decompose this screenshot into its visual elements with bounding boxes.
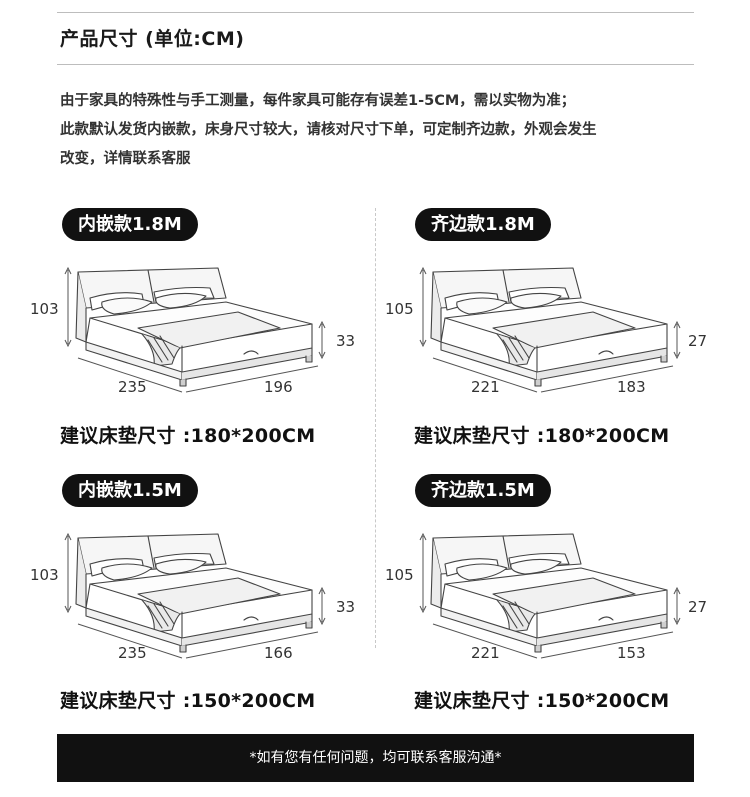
dim-height: 105: [385, 300, 414, 318]
mattress-size-flush-1-5: 建议床垫尺寸 :150*200CM: [414, 690, 670, 712]
bed-diagram-flush-1-5: 105 27 221 153: [385, 524, 707, 674]
notice-text: 由于家具的特殊性与手工测量，每件家具可能存有误差1-5CM，需以实物为准； 此款…: [60, 87, 710, 174]
product-tag-flush-1-8: 齐边款1.8M: [415, 208, 551, 241]
dim-width: 196: [264, 378, 293, 396]
bed-illustration: [64, 532, 326, 659]
footer-banner: *如有您有任何问题，均可联系客服沟通*: [57, 734, 694, 782]
top-divider: [57, 12, 694, 13]
product-tag-inset-1-5: 内嵌款1.5M: [62, 474, 198, 507]
notice-line-1: 由于家具的特殊性与手工测量，每件家具可能存有误差1-5CM，需以实物为准；: [60, 93, 576, 109]
title-divider: [57, 64, 694, 65]
page-title: 产品尺寸 (单位:CM): [60, 28, 245, 50]
dim-height: 105: [385, 566, 414, 584]
dim-height: 103: [30, 566, 59, 584]
dim-side-height: 27: [688, 598, 708, 616]
bed-illustration: [419, 266, 681, 393]
bed-diagram-flush-1-8: 105 27 221 183: [385, 258, 707, 408]
mattress-size-inset-1-8: 建议床垫尺寸 :180*200CM: [60, 425, 316, 447]
dim-width: 153: [617, 644, 646, 662]
dim-length: 221: [471, 644, 500, 662]
dim-length: 235: [118, 644, 147, 662]
dim-length: 235: [118, 378, 147, 396]
mattress-size-flush-1-8: 建议床垫尺寸 :180*200CM: [414, 425, 670, 447]
dim-length: 221: [471, 378, 500, 396]
bed-illustration: [419, 532, 681, 659]
dim-width: 166: [264, 644, 293, 662]
dim-side-height: 27: [688, 332, 708, 350]
notice-line-2: 此款默认发货内嵌款，床身尺寸较大，请核对尺寸下单，可定制齐边款，外观会发生: [60, 122, 597, 138]
dim-side-height: 33: [336, 598, 356, 616]
product-tag-flush-1-5: 齐边款1.5M: [415, 474, 551, 507]
bed-diagram-inset-1-8: 103 33 235 196: [30, 258, 355, 408]
dim-width: 183: [617, 378, 646, 396]
dim-height: 103: [30, 300, 59, 318]
notice-line-3: 改变，详情联系客服: [60, 151, 191, 167]
column-divider: [375, 208, 376, 648]
bed-diagram-inset-1-5: 103 33 235 166: [30, 524, 355, 674]
mattress-size-inset-1-5: 建议床垫尺寸 :150*200CM: [60, 690, 316, 712]
bed-illustration: [64, 266, 326, 393]
dim-side-height: 33: [336, 332, 356, 350]
product-tag-inset-1-8: 内嵌款1.8M: [62, 208, 198, 241]
